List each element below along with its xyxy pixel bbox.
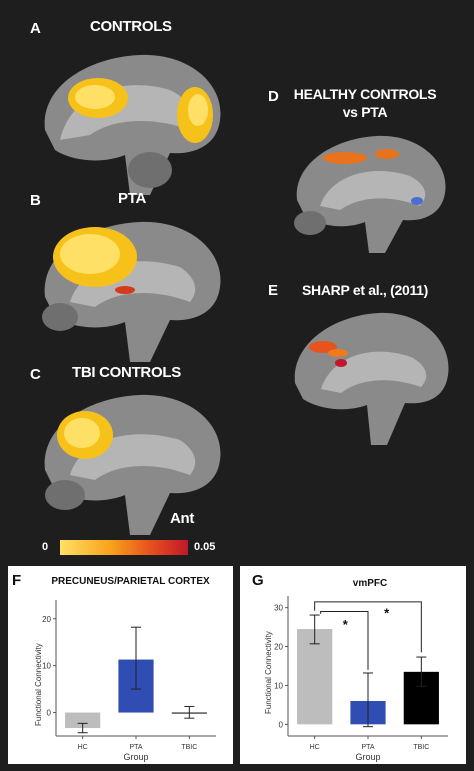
brain-c-image [44, 394, 221, 535]
sig-star-hc-tbic: * [384, 605, 390, 620]
y-tick-label: 10 [42, 662, 51, 671]
colorbar-max-label: 0.05 [194, 541, 216, 553]
y-tick-label: 0 [47, 709, 52, 718]
bar-hc [65, 712, 101, 729]
panel-g-letter: G [252, 572, 264, 589]
x-tick-label-tbic: TBIC [181, 744, 197, 751]
chart-g-title: vmPFC [352, 578, 388, 589]
x-tick-label-pta: PTA [361, 744, 374, 751]
panel-a-title: CONTROLS [90, 18, 172, 35]
brain-e-image [294, 312, 449, 445]
x-tick-label-hc: HC [78, 744, 88, 751]
chart-f-title: PRECUNEUS/PARIETAL CORTEX [51, 576, 210, 587]
panel-d-title-line1: HEALTHY CONTROLS [293, 86, 437, 102]
y-tick-label: 10 [274, 681, 283, 690]
x-tick-label-tbic: TBIC [413, 744, 429, 751]
sig-bracket-hc-tbic [314, 601, 422, 653]
x-tick-label-hc: HC [310, 744, 320, 751]
brain-d-image [294, 135, 446, 253]
panel-b-title: PTA [118, 190, 146, 207]
y-tick-label: 20 [42, 615, 51, 624]
y-tick-label: 30 [274, 604, 283, 613]
sig-star-hc-pta: * [343, 617, 349, 632]
panel-e-title: SHARP et al., (2011) [301, 282, 429, 298]
panel-d-title-line2: vs PTA [342, 104, 388, 120]
brain-b-image [42, 221, 221, 362]
sig-bracket-hc-pta [320, 611, 369, 670]
panel-f: F PRECUNEUS/PARIETAL CORTEX Functional C… [8, 566, 233, 764]
panel-b-letter: B [30, 192, 41, 209]
colorbar [60, 540, 188, 555]
panel-c-title: TBI CONTROLS [72, 364, 181, 381]
panel-a-letter: A [30, 20, 41, 37]
y-tick-label: 0 [279, 720, 284, 729]
panel-f-letter: F [12, 572, 22, 589]
panel-c-letter: C [30, 366, 41, 383]
brain-a-image [44, 54, 221, 195]
panel-e-letter: E [268, 282, 278, 299]
orientation-label: Ant [170, 510, 195, 527]
x-axis-label: Group [355, 752, 380, 762]
panel-d-letter: D [268, 88, 279, 105]
x-axis-label: Group [123, 752, 148, 762]
colorbar-min-label: 0 [42, 541, 49, 553]
y-tick-label: 20 [274, 643, 283, 652]
bar-hc [297, 629, 333, 725]
x-tick-label-pta: PTA [129, 744, 142, 751]
